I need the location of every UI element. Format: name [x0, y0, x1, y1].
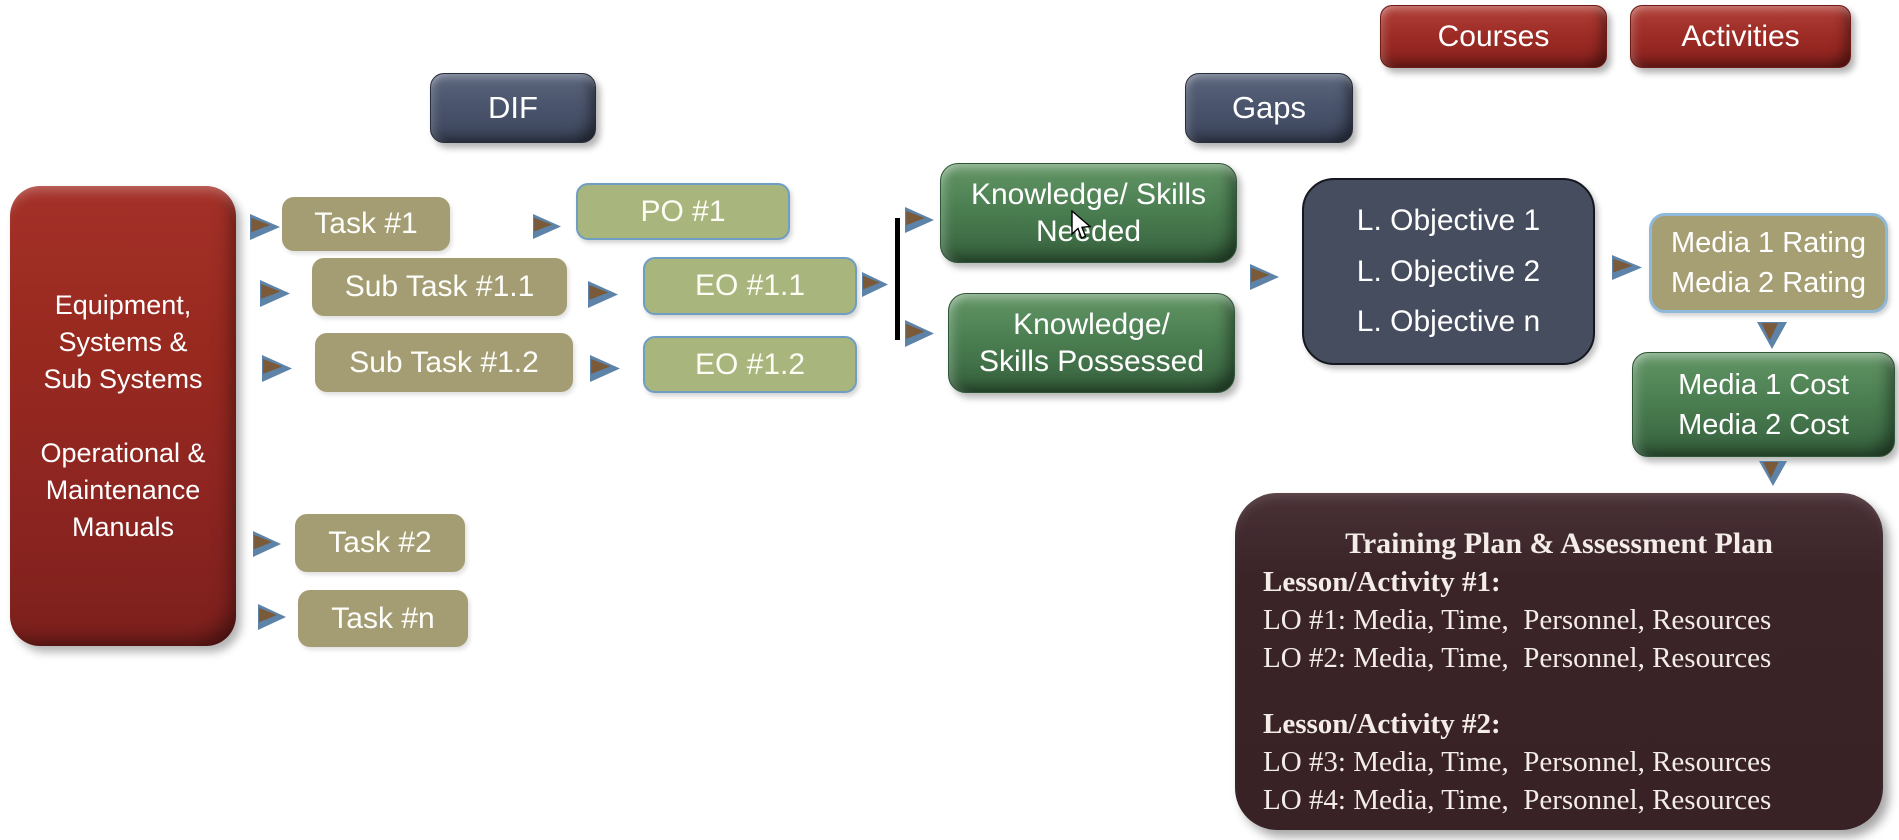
knowledge-skills-possessed-box: Knowledge/Skills Possessed — [948, 293, 1235, 393]
arrow-right-icon — [260, 280, 290, 307]
po-1-box: PO #1 — [576, 183, 790, 240]
task-2-box: Task #2 — [295, 514, 465, 572]
sub-task-1-1-box: Sub Task #1.1 — [312, 258, 567, 316]
arrow-right-icon — [533, 214, 561, 239]
dif-button: DIF — [430, 73, 596, 143]
arrow-right-icon — [262, 355, 292, 382]
activities-button: Activities — [1630, 5, 1851, 68]
arrow-right-icon — [590, 355, 620, 382]
courses-button: Courses — [1380, 5, 1607, 68]
mouse-cursor — [1070, 209, 1092, 242]
gaps-button: Gaps — [1185, 73, 1353, 143]
arrow-down-icon — [1759, 461, 1787, 486]
task-1-box: Task #1 — [282, 197, 450, 251]
arrow-right-icon — [258, 604, 286, 630]
arrow-right-icon — [588, 281, 618, 308]
arrow-down-icon — [1757, 322, 1787, 349]
eo-1-2-box: EO #1.2 — [643, 336, 857, 393]
arrow-right-icon — [905, 207, 934, 233]
gap-divider-line — [895, 218, 900, 340]
equipment-systems-source-box: Equipment,Systems &Sub Systems Operation… — [10, 186, 236, 646]
arrow-right-icon — [1612, 255, 1642, 280]
arrow-right-icon — [905, 320, 934, 347]
eo-1-1-box: EO #1.1 — [643, 257, 857, 315]
arrow-right-icon — [250, 214, 280, 240]
arrow-right-icon — [862, 272, 888, 297]
task-n-box: Task #n — [298, 590, 468, 647]
arrow-right-icon — [1250, 264, 1279, 290]
arrow-right-icon — [253, 531, 281, 557]
sub-task-1-2-box: Sub Task #1.2 — [315, 333, 573, 392]
